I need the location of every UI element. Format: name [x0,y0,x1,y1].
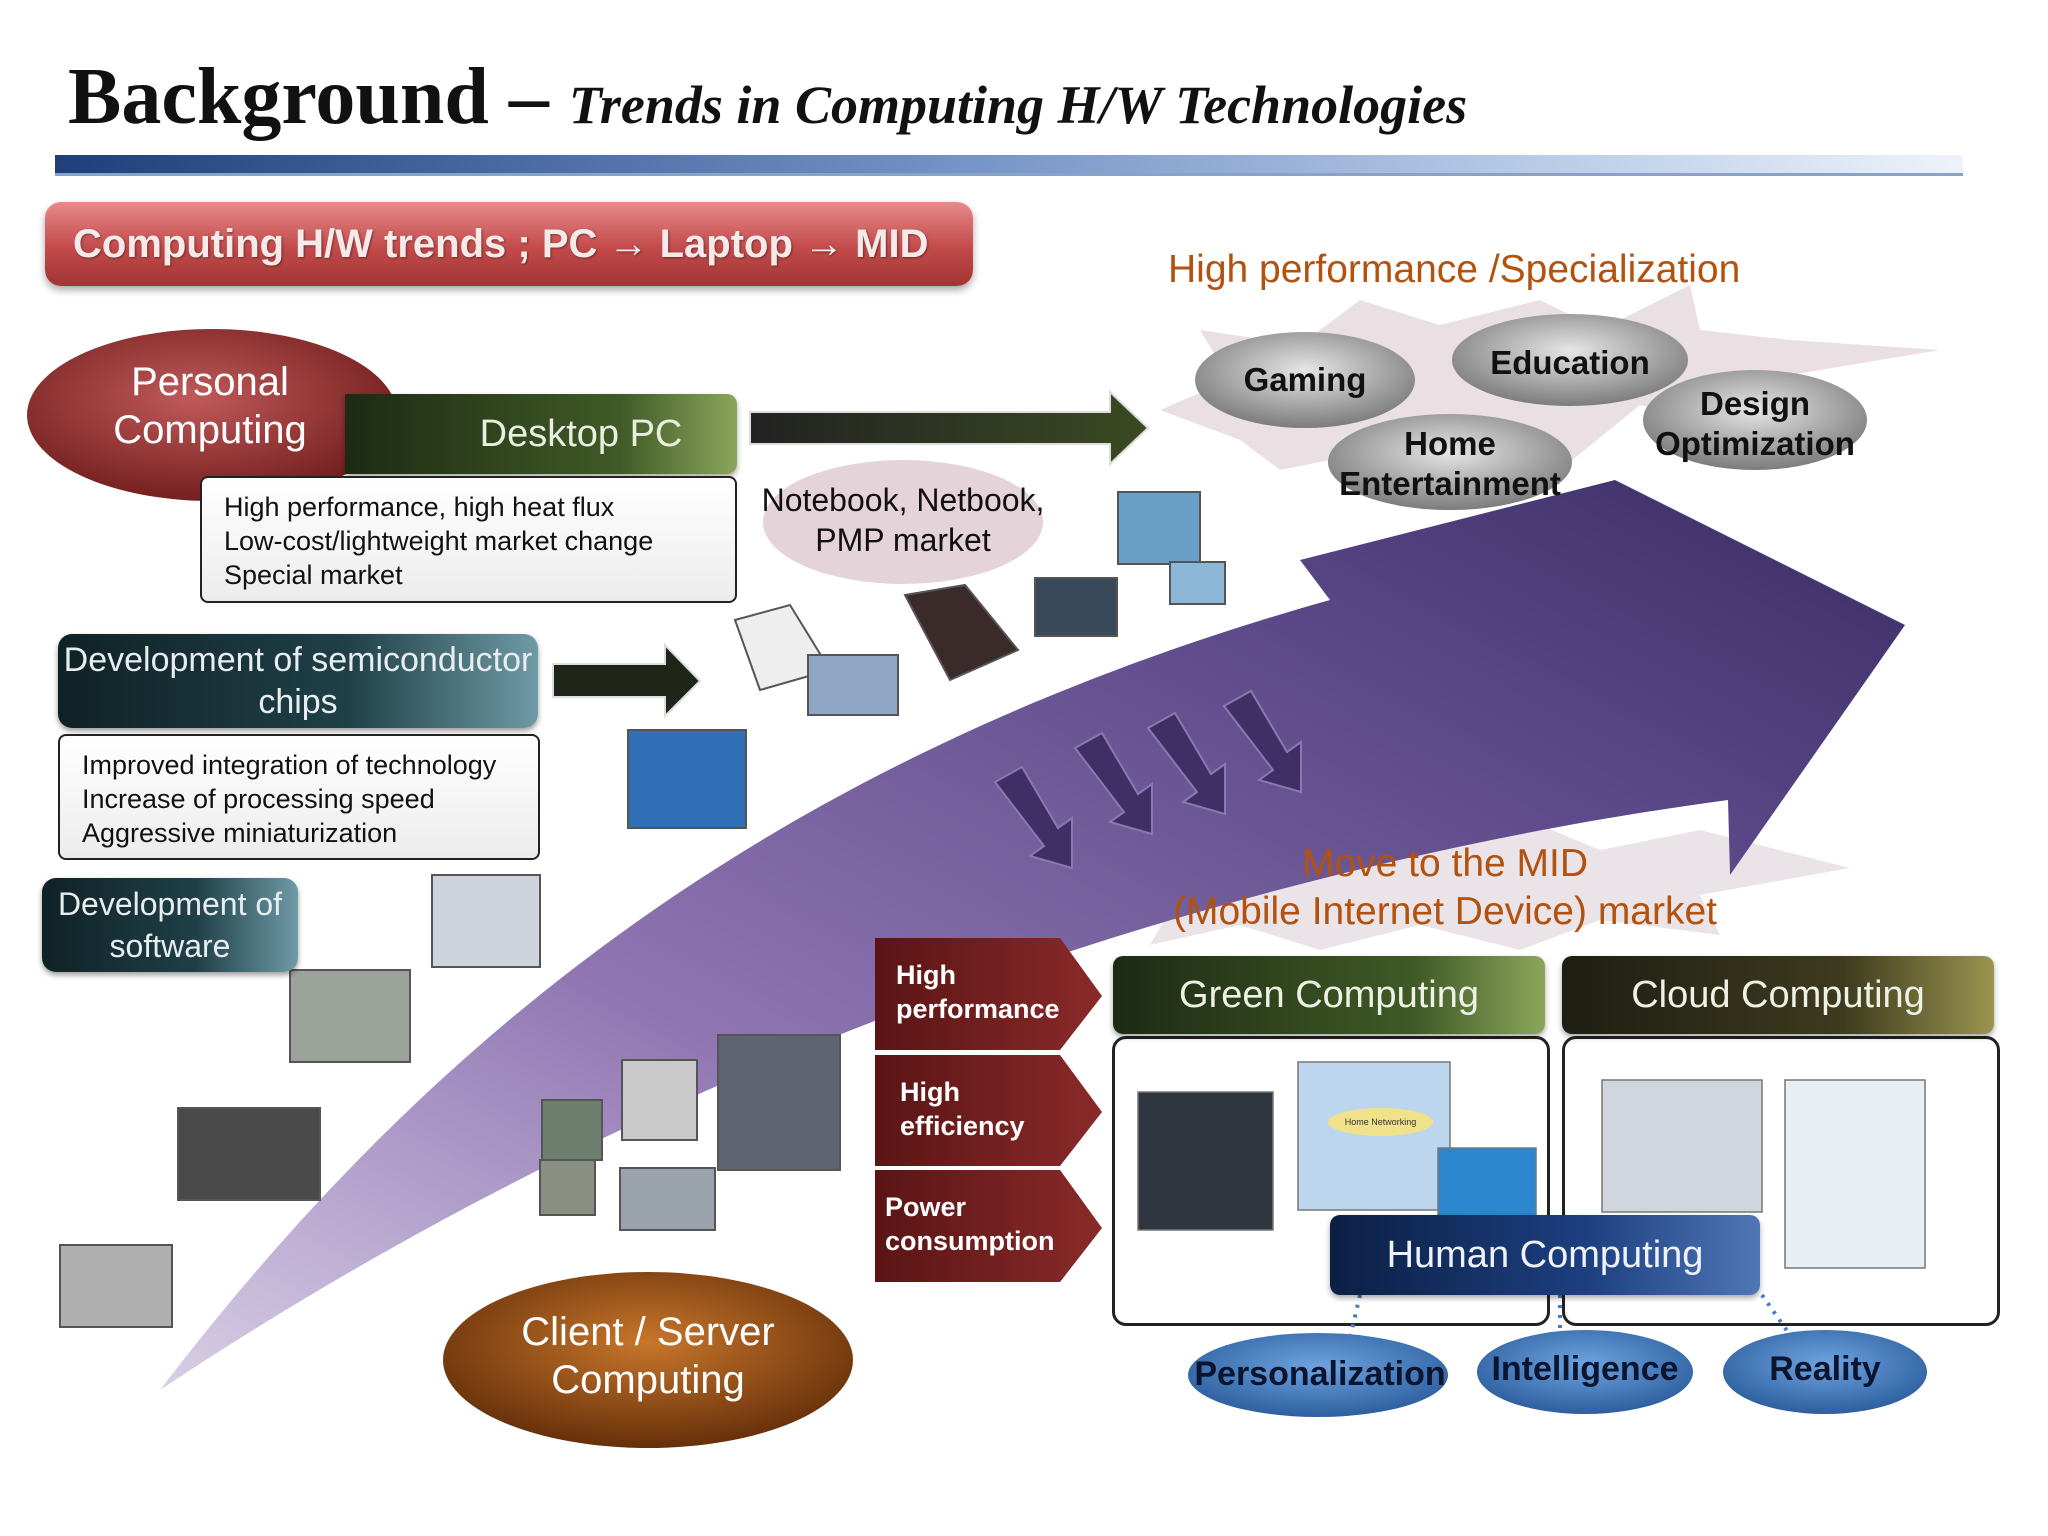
hard-disk-image [621,1059,698,1141]
title-subtitle: Trends in Computing H/W Technologies [568,75,1468,135]
semiconductor-note-1: Improved integration of technology [82,750,497,780]
power-consumption-tab [875,1170,1102,1282]
home-networking-label: Home Networking [1328,1108,1433,1136]
home-entertainment-label: Home Entertainment [1339,425,1561,502]
desktop-pc-label: Desktop PC [345,394,737,474]
smartphones-image [1601,1079,1763,1213]
home-networking-image [1297,1061,1451,1211]
datacenter-image [717,1034,841,1171]
semiconductor-right-arrow [552,642,702,719]
down-arrow-2 [1073,731,1153,836]
client-server-cloud-shape [443,1272,853,1448]
personal-computing-cloud-shape [27,329,397,501]
mid-move-label: Move to the MID (Mobile Internet Device)… [1150,840,1740,936]
desktop-notes-box: High performance, high heat flux Low-cos… [200,476,737,603]
high-performance-title: High performance /Specialization [1168,248,1741,291]
server-room-image [1137,1091,1274,1231]
power-consumption-label: Power consumption [885,1192,1055,1256]
human-computing-label: Human Computing [1330,1215,1760,1295]
personalization-label: Personalization [1194,1355,1446,1393]
high-efficiency-label: High efficiency [900,1077,1025,1141]
gaming-label: Gaming [1243,361,1367,398]
high-efficiency-tab [875,1055,1102,1166]
desktop-right-arrow [749,389,1150,467]
notebook-market-label: Notebook, Netbook, PMP market [761,482,1045,558]
title-main: Background – [68,53,569,141]
semiconductor-note-3: Aggressive miniaturization [82,818,398,848]
laptop-image [807,654,899,716]
desktop-monitor-image [627,729,747,829]
old-computer-image [289,969,411,1063]
cpu-chip-image [541,1099,603,1161]
connector-personalization [1348,1294,1362,1339]
education-cloud-shape [1452,314,1688,406]
down-arrow-1 [993,765,1073,870]
desktop-note-1: High performance, high heat flux [224,492,615,522]
main-curved-arrow [160,480,1905,1390]
design-cloud-shape [1643,370,1867,470]
intelligence-cloud-shape [1477,1330,1693,1414]
down-arrow-4 [1222,689,1302,794]
notebook-market-oval [763,460,1043,584]
down-arrow-3 [1146,711,1226,816]
cloud-computing-header: Cloud Computing [1562,956,1994,1034]
page-title: Background – Trends in Computing H/W Tec… [68,52,1467,143]
reality-cloud-shape [1723,1330,1927,1414]
dual-screen-device-image [1034,577,1118,637]
gaming-cloud-shape [1195,332,1415,428]
software-label: Development of software [42,878,298,972]
tablet-image [1117,491,1201,565]
green-computing-header: Green Computing [1113,956,1545,1034]
high-performance-label: High performance [896,960,1060,1024]
trends-banner: Computing H/W trends ; PC → Laptop → MID [45,202,973,286]
cloud-network-image [1784,1079,1926,1269]
semiconductor-notes-box: Improved integration of technology Incre… [58,734,540,860]
title-underline-bar [55,155,1963,176]
home-cloud-shape [1328,414,1572,510]
netbook-image [903,583,1020,682]
mid-move-line-2: (Mobile Internet Device) market [1172,890,1718,933]
client-server-cloud: Client / Server Computing [521,1310,775,1402]
pc-image [431,874,541,968]
reality-label: Reality [1769,1350,1881,1388]
processor-image [539,1159,596,1216]
personalization-cloud-shape [1188,1333,1448,1417]
desktop-note-2: Low-cost/lightweight market change [224,526,654,556]
router-image [619,1167,716,1231]
tablet-image-2 [1169,561,1226,605]
intelligence-label: Intelligence [1491,1350,1679,1388]
server-rack-image [177,1107,321,1201]
semiconductor-note-2: Increase of processing speed [82,784,435,814]
connector-reality [1760,1293,1792,1337]
desktop-note-3: Special market [224,560,403,590]
design-optimization-label: Design Optimization [1655,385,1855,462]
mainframe-image [59,1244,173,1328]
mid-move-line-1: Move to the MID [1301,842,1589,885]
semiconductor-label: Development of semiconductor chips [58,634,538,728]
high-performance-tab [875,938,1102,1050]
education-label: Education [1490,344,1650,381]
personal-computing-cloud: Personal Computing [113,360,307,452]
